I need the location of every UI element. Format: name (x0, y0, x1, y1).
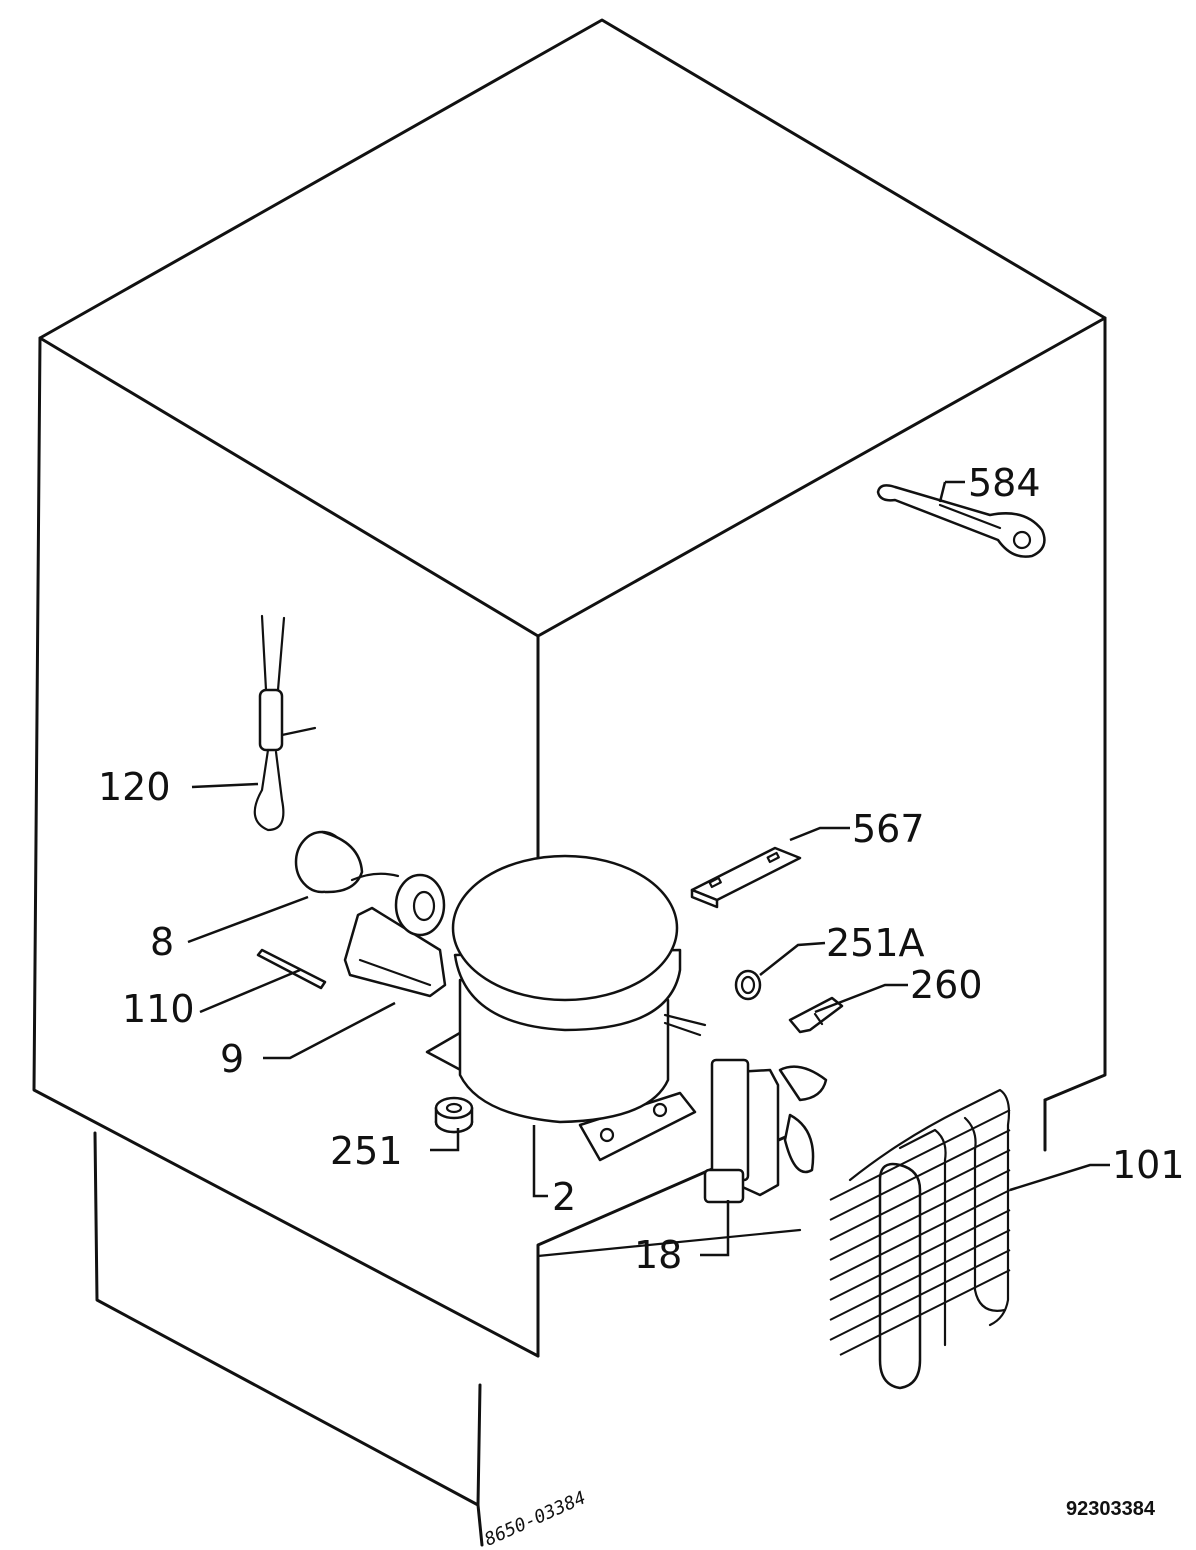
part-101-condenser (829, 1088, 1011, 1390)
part-584-bracket (876, 484, 1046, 558)
drawing-stamp: 8650-03384 (481, 1487, 589, 1550)
label-18: 18 (634, 1233, 682, 1277)
part-251-grommet (434, 1096, 474, 1134)
part-567-plate (690, 846, 802, 909)
leader-lines (187, 480, 1110, 1257)
document-number: 92303384 (1066, 1498, 1156, 1520)
cabinet-body (32, 18, 1107, 1547)
part-120-overload-wire (253, 614, 317, 832)
label-2: 2 (552, 1175, 576, 1219)
part-110-pin (256, 948, 327, 990)
label-584: 584 (968, 461, 1041, 505)
label-9: 9 (220, 1037, 244, 1081)
label-8: 8 (150, 920, 174, 964)
label-110: 110 (122, 987, 195, 1031)
part-260-clip (788, 996, 844, 1034)
label-101: 101 (1112, 1143, 1185, 1187)
label-251a: 251A (826, 921, 925, 965)
label-567: 567 (852, 807, 925, 851)
part-18-fan-motor (703, 1058, 828, 1204)
label-251: 251 (330, 1129, 403, 1173)
label-260: 260 (910, 963, 983, 1007)
part-9-starter-clip (343, 873, 447, 998)
part-8-relay (294, 830, 400, 894)
part-2-compressor (425, 854, 707, 1162)
callout-numbers: 584 120 567 8 251A 260 110 9 251 2 101 1… (98, 461, 1185, 1277)
part-251a-cap (734, 969, 762, 1001)
label-120: 120 (98, 765, 171, 809)
